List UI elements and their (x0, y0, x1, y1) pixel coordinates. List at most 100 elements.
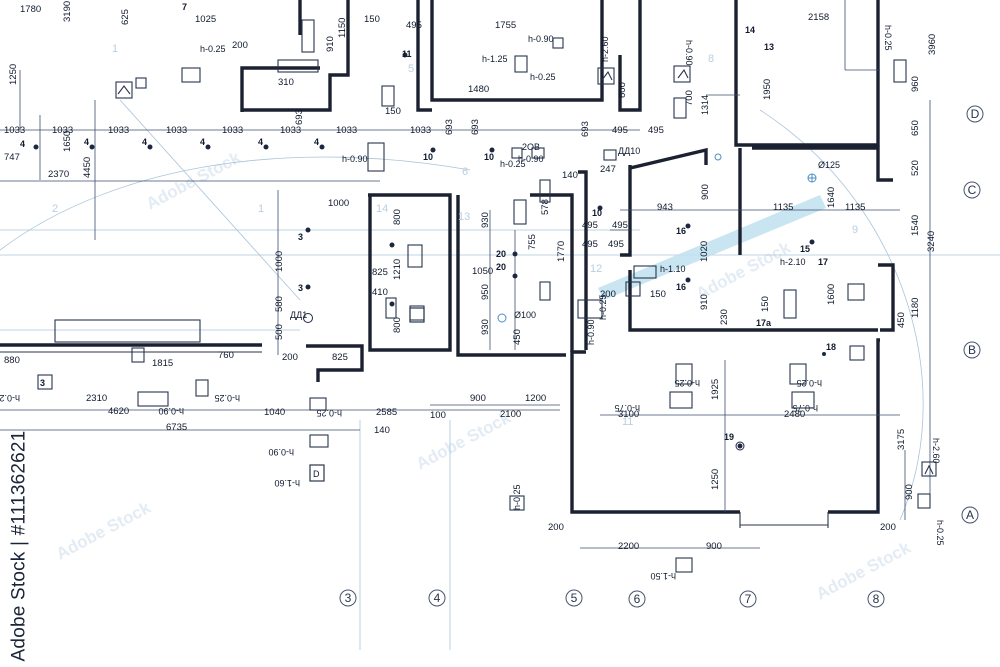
dimension-label: 495 (582, 239, 598, 250)
watermark: Adobe Stock (413, 408, 514, 474)
point-label: 19 (724, 432, 734, 442)
room-tags: D 3 (40, 307, 425, 482)
dimension-label: 247 (600, 164, 616, 175)
construction-lines (0, 99, 1000, 650)
level-label: h-1.25 (482, 54, 508, 64)
dimension-label: 4450 (82, 157, 93, 178)
level-label: h-0.25 (200, 44, 226, 54)
level-label: h-1.60 (274, 478, 300, 488)
axis-label: A (966, 508, 974, 522)
point-label: 17a (756, 318, 772, 328)
annotation-label: ДД10 (618, 146, 640, 156)
dimension-label: 495 (648, 125, 664, 136)
dimension-label: 755 (527, 234, 538, 250)
dimension-label: 150 (364, 14, 380, 25)
room-number: 8 (708, 53, 714, 65)
dimension-label: 3100 (618, 409, 639, 420)
dimension-label: 150 (650, 289, 666, 300)
dimension-label: 1033 (280, 125, 301, 136)
level-label: h-0.25 (512, 484, 522, 510)
point-label: 20 (496, 262, 506, 272)
dimension-label: 450 (896, 312, 907, 328)
dimension-label: 150 (760, 296, 771, 312)
level-label: h-0.75 (614, 403, 640, 413)
dimension-label: 930 (480, 319, 491, 335)
walls (0, 0, 895, 528)
dimension-label: 1200 (525, 393, 546, 404)
axis-label: 4 (434, 591, 441, 605)
dimension-label: 693 (580, 121, 591, 137)
axis-label: D (971, 107, 980, 121)
annotation-label: Ø100 (514, 310, 536, 320)
dimension-label: 3960 (927, 34, 938, 55)
dimension-label: 2100 (500, 409, 521, 420)
point-label: 10 (484, 152, 494, 162)
dimension-label: 2158 (808, 12, 829, 23)
dimension-label: 1925 (710, 379, 721, 400)
level-label: h-0.90 (684, 40, 694, 66)
axis-label: C (968, 183, 977, 197)
dimension-label: 1000 (274, 251, 285, 272)
dimension-label: 200 (880, 522, 896, 533)
dimension-label: 2310 (86, 393, 107, 404)
room-number: 12 (590, 263, 602, 275)
point-label: 4 (258, 137, 263, 147)
dimension-label: 6735 (166, 422, 187, 433)
point-label: 10 (592, 208, 602, 218)
dimension-label: 200 (282, 352, 298, 363)
point-label: 16 (676, 282, 686, 292)
axis-label: B (968, 343, 976, 357)
point-label: 4 (200, 137, 205, 147)
dimension-label: 310 (278, 77, 294, 88)
room-number: 1 (258, 203, 264, 215)
dimension-label: 140 (374, 425, 390, 436)
level-label: h-2.60 (931, 438, 941, 464)
point-label: 4 (142, 137, 147, 147)
point-label: 18 (826, 342, 836, 352)
axis-markers: D C B A 3 4 5 6 7 8 (339, 105, 984, 608)
dimension-label: 1040 (264, 407, 285, 418)
point-label: 4 (84, 137, 89, 147)
dimension-label: 693 (294, 109, 305, 125)
dimension-label: 900 (700, 184, 711, 200)
point-label: 10 (423, 152, 433, 162)
dimension-label: 1033 (336, 125, 357, 136)
point-label: 3 (298, 283, 303, 293)
dimension-label: 760 (218, 350, 234, 361)
dimension-label: 200 (600, 289, 616, 300)
level-label: h-0.25 (316, 408, 342, 418)
point-marks: 4 4 4 4 4 4 7 10 10 10 11 13 14 15 16 16… (20, 2, 836, 451)
point-label: 4 (314, 137, 319, 147)
dimension-label: 1180 (910, 298, 921, 318)
axis-label: 6 (634, 592, 641, 606)
dimension-label: 1033 (52, 125, 73, 136)
level-label: h-0.25 (0, 393, 20, 403)
dimension-label: 3240 (926, 231, 937, 252)
level-label: h-0.25 (796, 378, 822, 388)
watermark: Adobe Stock (53, 498, 154, 564)
dimension-label: 625 (120, 9, 131, 25)
dimension-label: 825 (372, 267, 388, 278)
level-label: h-0.25 (935, 520, 945, 546)
point-label: 7 (182, 2, 187, 12)
dimension-label: 930 (480, 212, 491, 228)
point-label: 20 (496, 249, 506, 259)
dimension-label: 3190 (62, 1, 73, 22)
dimension-label: 1600 (826, 284, 837, 305)
dimension-label: 1815 (152, 358, 173, 369)
point-label: 14 (745, 25, 755, 35)
dimension-label: 1480 (468, 84, 489, 95)
dimension-label: 150 (385, 106, 401, 117)
dimension-label: 1755 (495, 20, 516, 31)
level-label: h-0.90 (342, 154, 368, 164)
dimension-label: 450 (512, 329, 523, 345)
level-label: h-0.90 (268, 447, 294, 457)
dimension-label: 1000 (328, 198, 349, 209)
dimension-label: 520 (910, 160, 921, 176)
stock-id-text: Adobe Stock | #111362621 (8, 430, 30, 662)
dimension-label: 1780 (20, 4, 41, 15)
dimension-label: 693 (444, 119, 455, 135)
dimension-label: 2585 (376, 407, 397, 418)
room-number: 14 (376, 203, 388, 215)
point-label: 17 (818, 257, 828, 267)
